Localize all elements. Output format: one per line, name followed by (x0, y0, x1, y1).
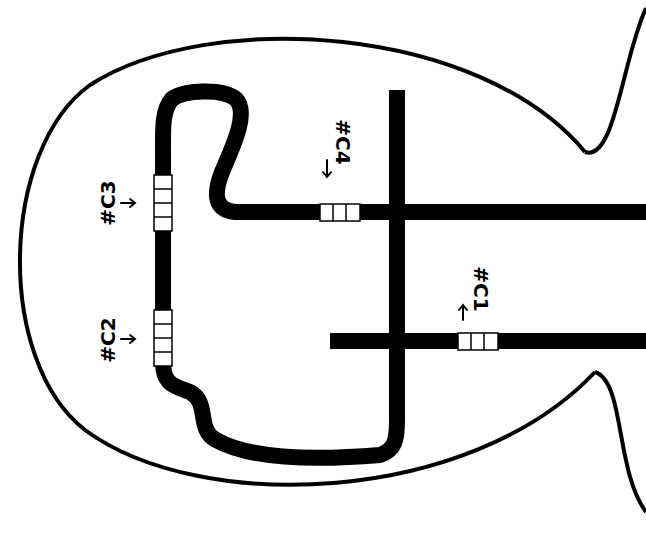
crossing (458, 333, 498, 350)
track (330, 333, 646, 349)
direction-arrow (121, 160, 467, 343)
direction-arrow (121, 199, 135, 207)
crossing (154, 175, 172, 231)
crossing (320, 204, 360, 221)
callout-label: #C2 (98, 317, 118, 362)
callout-label: #C4 (333, 119, 353, 164)
tail-outline (585, 8, 646, 153)
crossing (154, 175, 498, 366)
track (163, 90, 646, 458)
direction-arrow (121, 335, 135, 343)
track (163, 90, 646, 458)
crossing (154, 310, 172, 366)
callout-label: #C1 (471, 266, 491, 311)
direction-arrow (459, 305, 467, 320)
callout-label: #C3 (98, 180, 118, 225)
direction-arrow (323, 160, 331, 177)
outline (20, 39, 595, 485)
tail-outline (595, 372, 646, 512)
